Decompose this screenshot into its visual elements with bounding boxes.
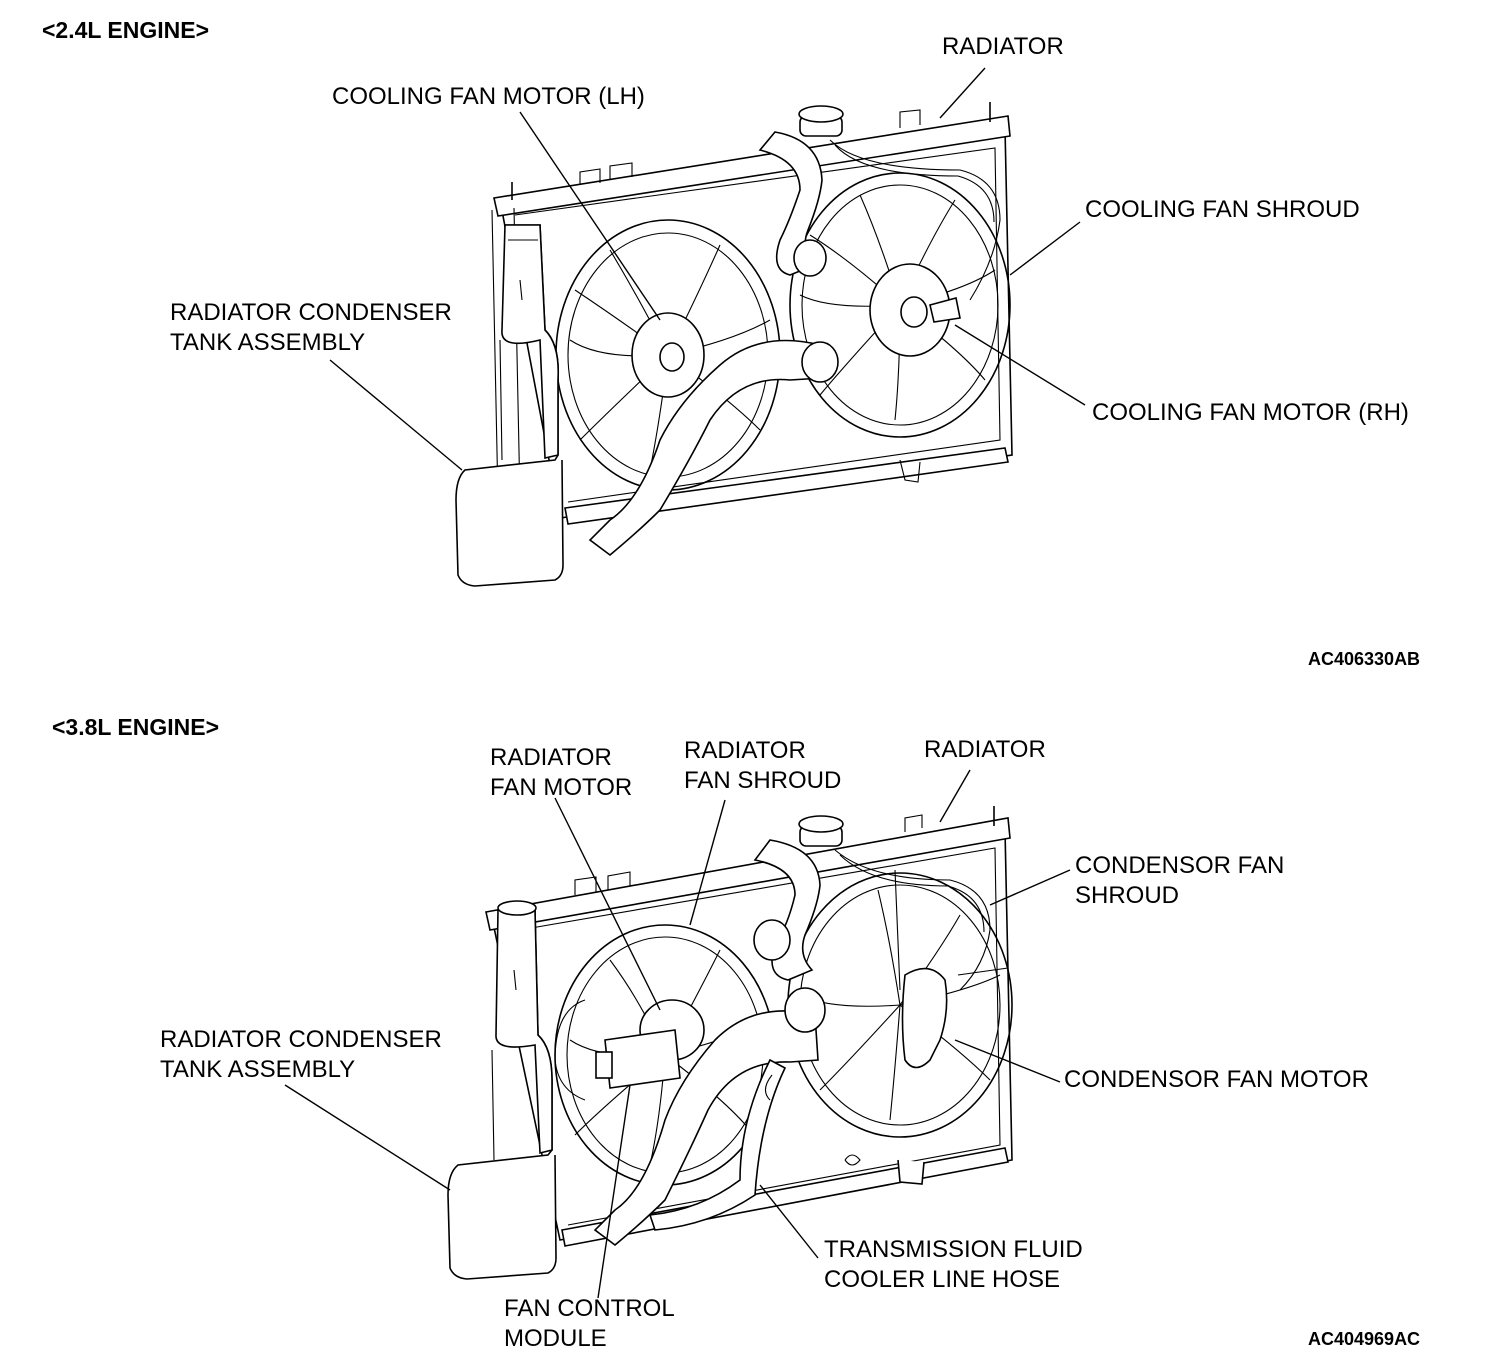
label-condensor-fan-motor: CONDENSOR FAN MOTOR: [1064, 1066, 1369, 1093]
label-radiator-fan-shroud-line1: RADIATOR: [684, 737, 806, 764]
label-condensor-fan-shroud-line2: SHROUD: [1075, 882, 1179, 909]
label-tank-assembly-38-line2: TANK ASSEMBLY: [160, 1056, 355, 1083]
label-transmission-hose-line2: COOLER LINE HOSE: [824, 1266, 1060, 1293]
label-radiator-fan-motor-line2: FAN MOTOR: [490, 774, 632, 801]
engine-38-heading: <3.8L ENGINE>: [52, 714, 219, 740]
label-radiator-24: RADIATOR: [942, 33, 1064, 60]
label-fan-control-module-line1: FAN CONTROL: [504, 1295, 675, 1322]
label-transmission-hose-line1: TRANSMISSION FLUID: [824, 1236, 1083, 1263]
label-cooling-fan-motor-rh: COOLING FAN MOTOR (RH): [1092, 399, 1409, 426]
engine-24-leaders: [329, 67, 1086, 471]
label-cooling-fan-motor-lh: COOLING FAN MOTOR (LH): [332, 83, 645, 110]
label-radiator-38: RADIATOR: [924, 736, 1046, 763]
label-radiator-fan-motor-line1: RADIATOR: [490, 744, 612, 771]
label-radiator-fan-shroud-line2: FAN SHROUD: [684, 767, 841, 794]
figure-code-24: AC406330AB: [1308, 649, 1420, 669]
engine-24-illustration: [455, 102, 1013, 587]
label-condensor-fan-shroud-line1: CONDENSOR FAN: [1075, 852, 1284, 879]
label-fan-control-module-line2: MODULE: [504, 1325, 607, 1352]
figure-code-38: AC404969AC: [1308, 1329, 1420, 1349]
label-tank-assembly-24-line1: RADIATOR CONDENSER: [170, 299, 452, 326]
engine-38-illustration: [447, 806, 1013, 1280]
engine-38-leaders: [284, 769, 1071, 1299]
engine-24-heading: <2.4L ENGINE>: [42, 17, 209, 43]
label-tank-assembly-38-line1: RADIATOR CONDENSER: [160, 1026, 442, 1053]
label-tank-assembly-24-line2: TANK ASSEMBLY: [170, 329, 365, 356]
label-cooling-fan-shroud: COOLING FAN SHROUD: [1085, 196, 1360, 223]
